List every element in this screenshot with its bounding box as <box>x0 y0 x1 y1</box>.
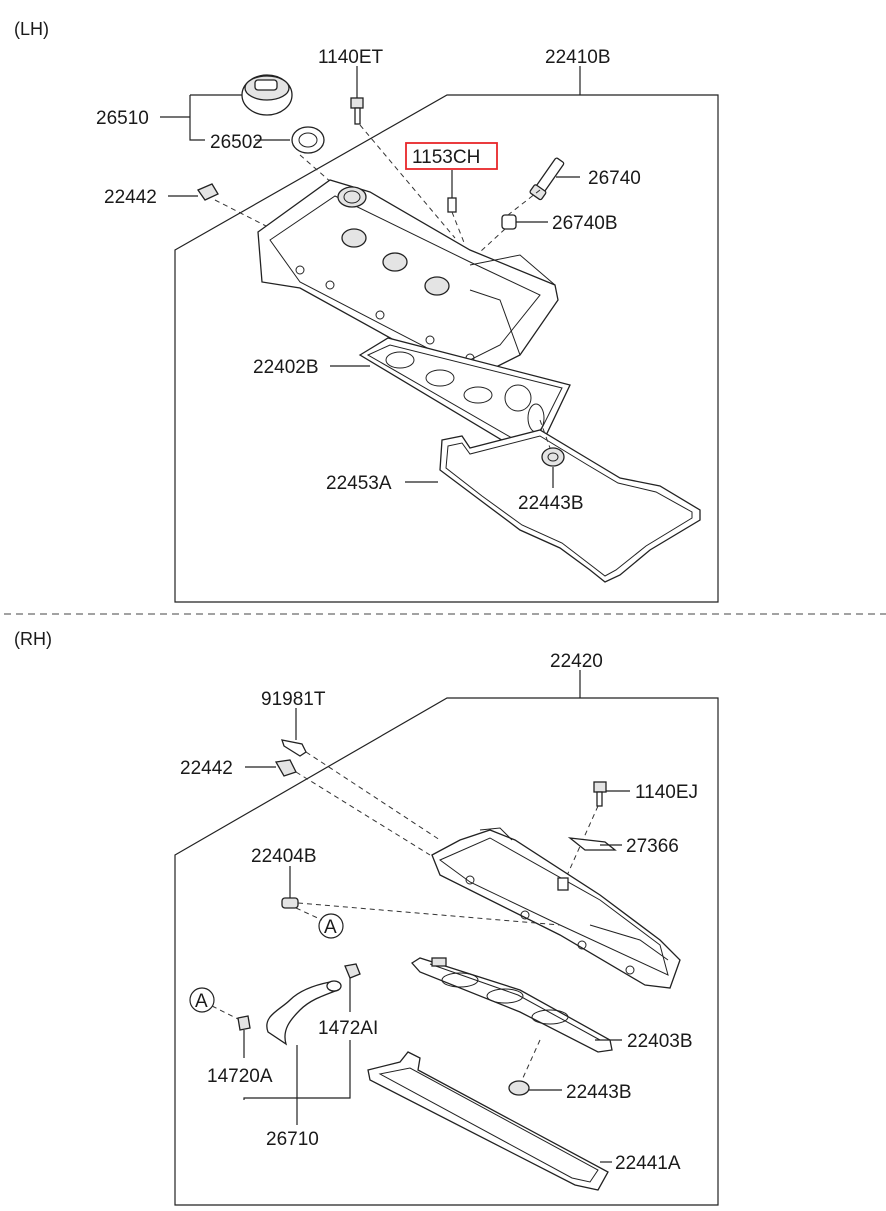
label-22442-rh: 22442 <box>180 758 233 779</box>
section-label-lh: (LH) <box>14 19 49 39</box>
gasket-22402B <box>358 337 571 449</box>
filler-seal <box>291 126 325 154</box>
label-1140EJ: 1140EJ <box>635 782 698 803</box>
clip-22442-rh <box>274 759 297 777</box>
pcv-valve <box>529 157 565 201</box>
label-22441A: 22441A <box>615 1153 681 1174</box>
callout-a-2: A <box>189 987 215 1013</box>
breather-hose <box>266 980 342 1046</box>
clamp-14720A <box>237 1015 251 1031</box>
label-26510: 26510 <box>96 108 149 129</box>
gasket-22441A <box>367 1051 609 1191</box>
callout-a-1: A <box>318 913 344 939</box>
label-22442-lh: 22442 <box>104 187 157 208</box>
section-label-rh: (RH) <box>14 629 52 649</box>
label-26502: 26502 <box>210 132 263 153</box>
label-14720A: 14720A <box>207 1066 273 1087</box>
label-22402B: 22402B <box>253 357 319 378</box>
oil-filler-cap <box>241 74 293 116</box>
label-1472AI: 1472AI <box>318 1018 378 1039</box>
label-26710: 26710 <box>266 1129 319 1150</box>
lh-frame <box>174 94 719 603</box>
gasket-22403B <box>411 957 613 1053</box>
lh-rocker-cover <box>257 179 559 381</box>
seal-22443B-lh <box>541 447 565 467</box>
label-26740B: 26740B <box>552 213 618 234</box>
svg-text:A: A <box>195 991 208 1012</box>
label-22420: 22420 <box>550 651 603 672</box>
bolt-1140EJ <box>593 781 607 807</box>
clamp-1472AI <box>344 963 361 979</box>
label-22443B-rh: 22443B <box>566 1082 632 1103</box>
part-27366 <box>567 837 617 851</box>
label-22410B: 22410B <box>545 47 611 68</box>
rh-frame <box>174 697 719 1206</box>
rh-rocker-cover <box>431 827 681 989</box>
label-26740: 26740 <box>588 168 641 189</box>
stud-1153CH <box>447 197 457 213</box>
clip-22442-lh <box>197 183 219 201</box>
seal-22443B-rh <box>508 1080 530 1096</box>
fitting-22404B <box>281 897 299 909</box>
label-22403B: 22403B <box>627 1031 693 1052</box>
label-1140ET: 1140ET <box>318 47 384 68</box>
highlight-box-1153CH <box>405 142 498 170</box>
label-22443B-lh: 22443B <box>518 493 584 514</box>
gasket-22453A <box>439 429 701 583</box>
label-91981T: 91981T <box>261 689 326 710</box>
bracket-91981T <box>281 739 307 757</box>
bolt-1140ET <box>350 97 364 125</box>
pcv-grommet <box>501 214 517 230</box>
label-1153CH: 1153CH <box>412 147 480 168</box>
label-27366: 27366 <box>626 836 679 857</box>
svg-text:A: A <box>324 917 337 938</box>
label-22404B: 22404B <box>251 846 317 867</box>
label-22453A: 22453A <box>326 473 392 494</box>
